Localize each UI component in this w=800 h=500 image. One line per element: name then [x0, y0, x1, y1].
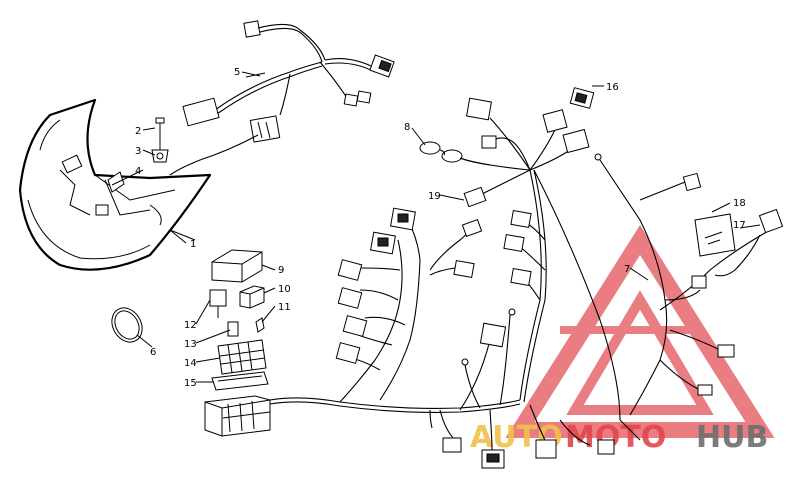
callout-labels: 1 2 3 4 5 6 7 8 9 10 11 12 13 14 15 16 1…	[135, 67, 746, 389]
watermark-swoosh	[560, 237, 708, 334]
relay-box-parts	[204, 249, 271, 437]
callout-11: 11	[278, 302, 291, 313]
callout-7: 7	[624, 264, 630, 275]
connector-17	[714, 234, 761, 277]
callout-16: 16	[606, 82, 619, 93]
headlight-housing	[18, 98, 212, 271]
callout-12: 12	[184, 320, 197, 331]
callout-9: 9	[278, 265, 284, 276]
callout-6: 6	[150, 347, 156, 358]
o-ring-6	[111, 307, 143, 343]
callout-2: 2	[135, 126, 141, 137]
callout-leaders	[111, 71, 761, 383]
watermark-triangle-inner	[566, 290, 714, 415]
connector-16	[569, 87, 595, 109]
callout-3: 3	[135, 146, 141, 157]
callout-18: 18	[733, 198, 746, 209]
watermark-text-hub: HUB	[696, 420, 768, 455]
callout-1: 1	[190, 239, 196, 250]
callout-5: 5	[234, 67, 240, 78]
watermark-triangle-outer	[505, 225, 775, 438]
watermark-logo: AUTO MOTO HUB	[470, 225, 775, 455]
grommet-8	[419, 141, 491, 166]
callout-17: 17	[733, 220, 746, 231]
watermark-text-moto: MOTO	[565, 420, 666, 455]
callout-13: 13	[184, 339, 197, 350]
callout-8: 8	[404, 122, 410, 133]
callout-4: 4	[135, 166, 141, 177]
callout-14: 14	[184, 358, 197, 369]
main-harness-7	[269, 97, 784, 469]
sticker-18	[694, 213, 736, 257]
callout-10: 10	[278, 284, 291, 295]
callout-15: 15	[184, 378, 197, 389]
small-fasteners	[107, 117, 169, 193]
callout-19: 19	[428, 191, 441, 202]
sub-harness-5	[169, 20, 395, 176]
